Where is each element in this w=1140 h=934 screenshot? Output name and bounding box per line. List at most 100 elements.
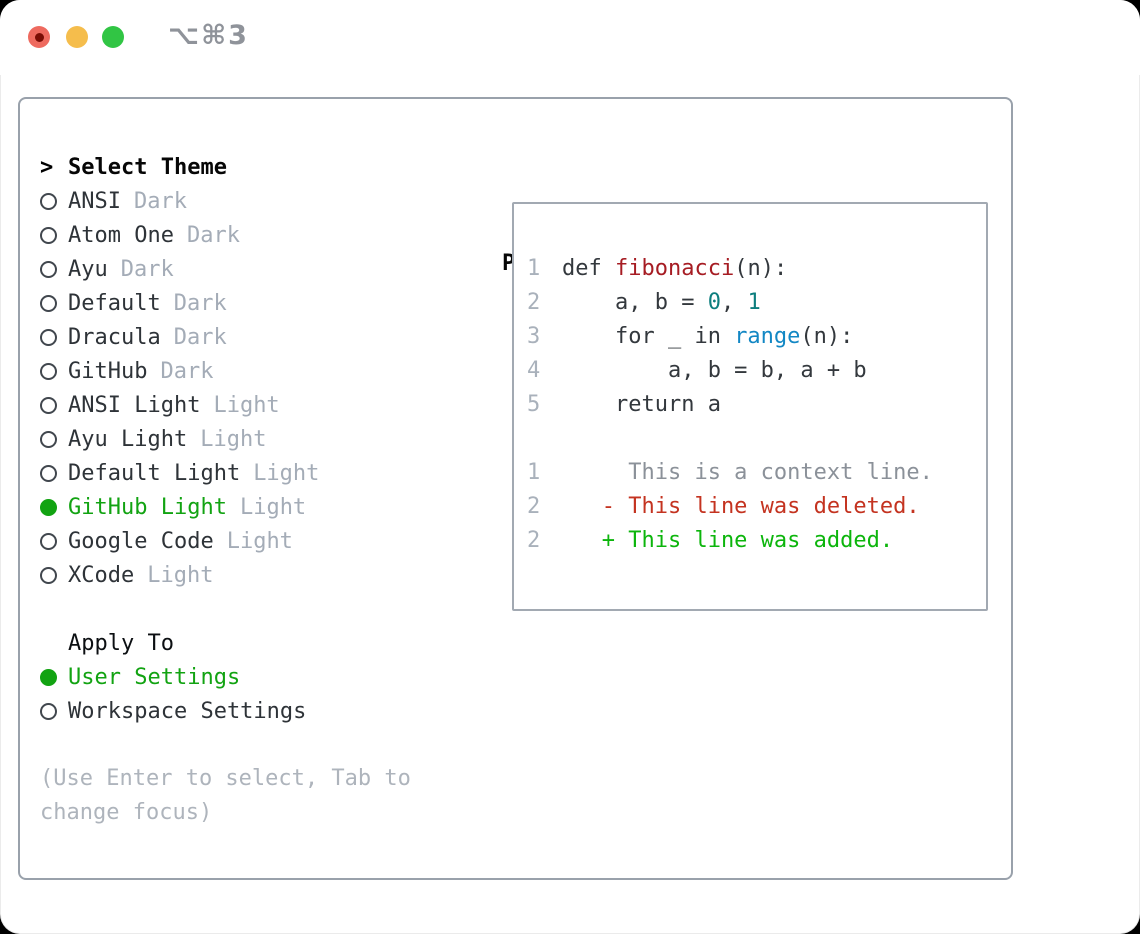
theme-option[interactable]: Dracula Dark [40, 320, 490, 354]
select-theme-header: > Select Theme [40, 150, 490, 184]
theme-variant-tag: Light [226, 528, 293, 554]
theme-name: XCode [68, 562, 135, 588]
theme-variant-tag: Dark [120, 256, 174, 282]
theme-name: ANSI Light [68, 392, 201, 418]
line-number: 4 [527, 358, 541, 383]
radio-icon [40, 464, 57, 482]
close-button[interactable] [28, 26, 50, 48]
preview-code-line: 1 def fibonacci(n): [527, 252, 986, 286]
radio-icon [40, 702, 57, 720]
theme-name: ANSI [68, 188, 121, 214]
select-theme-title: Select Theme [68, 154, 227, 180]
theme-variant-tag: Dark [186, 222, 240, 248]
preview-code-line: 4 a, b = b, a + b [527, 354, 986, 388]
line-number [527, 422, 562, 456]
line-number: 2 [527, 290, 541, 315]
code-text: a, b = 0, 1 [562, 290, 761, 315]
section-gap [40, 592, 490, 626]
line-number: 1 [527, 256, 541, 281]
radio-icon [40, 328, 57, 346]
theme-name: Dracula [68, 324, 161, 350]
window-title-shortcut: ⌥⌘3 [168, 20, 249, 51]
radio-icon [40, 566, 57, 584]
keyboard-hint-line-2: change focus) [40, 800, 213, 825]
theme-variant-tag: Light [147, 562, 214, 588]
code-text: This is a context line. [562, 460, 933, 485]
apply-to-option[interactable]: User Settings [40, 660, 490, 694]
theme-variant-tag: Dark [133, 188, 187, 214]
code-text: def fibonacci(n): [562, 256, 788, 281]
code-text: return a [562, 392, 721, 417]
theme-option[interactable]: GitHub Dark [40, 354, 490, 388]
theme-name: GitHub [68, 358, 148, 384]
line-number: 3 [527, 324, 541, 349]
preview-code-line: 2 a, b = 0, 1 [527, 286, 986, 320]
line-number: 5 [527, 392, 541, 417]
radio-icon [40, 396, 57, 414]
theme-option[interactable]: GitHub Light Light [40, 490, 490, 524]
code-text: a, b = b, a + b [562, 358, 867, 383]
radio-icon [40, 362, 57, 380]
theme-variant-tag: Light [213, 392, 280, 418]
theme-variant-tag: Dark [173, 290, 227, 316]
apply-to-header: Apply To [40, 626, 490, 660]
radio-icon [40, 668, 57, 686]
theme-selector-panel: > Select Theme ANSI Dark Atom One Dark A… [18, 97, 1013, 880]
apply-to-list: User Settings Workspace Settings [40, 660, 490, 728]
radio-icon [40, 430, 57, 448]
minimize-button[interactable] [66, 26, 88, 48]
line-number: 1 [527, 460, 541, 485]
theme-variant-tag: Light [239, 494, 307, 520]
preview-box: 1 def fibonacci(n): 2 a, b = 0, 1 3 for … [512, 202, 988, 611]
theme-list: ANSI Dark Atom One Dark Ayu Dark Default… [40, 184, 490, 592]
theme-option[interactable]: ANSI Dark [40, 184, 490, 218]
maximize-button[interactable] [102, 26, 124, 48]
radio-icon [40, 226, 57, 244]
theme-option[interactable]: ANSI Light Light [40, 388, 490, 422]
line-number: 2 [527, 494, 541, 519]
apply-to-option[interactable]: Workspace Settings [40, 694, 490, 728]
code-text: + This line was added. [562, 528, 894, 553]
theme-option[interactable]: Ayu Light Light [40, 422, 490, 456]
preview-code-line: 2 - This line was deleted. [527, 490, 986, 524]
close-focus-dot [34, 32, 44, 42]
preview-code-line: 1 This is a context line. [527, 456, 986, 490]
radio-icon [40, 294, 57, 312]
radio-icon [40, 532, 57, 550]
theme-option[interactable]: Default Dark [40, 286, 490, 320]
apply-to-option-label: Workspace Settings [68, 698, 307, 724]
theme-variant-tag: Dark [160, 358, 214, 384]
theme-name: Ayu [68, 256, 108, 282]
theme-name: GitHub Light [68, 494, 227, 520]
theme-option[interactable]: Atom One Dark [40, 218, 490, 252]
theme-option[interactable]: Ayu Dark [40, 252, 490, 286]
preview-code-line: 5 return a [527, 388, 986, 422]
keyboard-hint-line-1: (Use Enter to select, Tab to [40, 766, 411, 791]
theme-name: Ayu Light [68, 426, 188, 452]
radio-icon [40, 260, 57, 278]
theme-name: Google Code [68, 528, 214, 554]
theme-variant-tag: Light [200, 426, 267, 452]
theme-variant-tag: Light [253, 460, 320, 486]
theme-option[interactable]: Default Light Light [40, 456, 490, 490]
apply-to-title: Apply To [68, 630, 174, 656]
preview-code-line [527, 422, 986, 456]
theme-name: Atom One [68, 222, 174, 248]
line-number: 2 [527, 528, 541, 553]
preview-code-line: 2 + This line was added. [527, 524, 986, 558]
code-text: - This line was deleted. [562, 494, 920, 519]
theme-name: Default Light [68, 460, 241, 486]
section-gap [40, 728, 490, 762]
theme-variant-tag: Dark [173, 324, 227, 350]
preview-code-line: 3 for _ in range(n): [527, 320, 986, 354]
theme-name: Default [68, 290, 161, 316]
theme-option[interactable]: Google Code Light [40, 524, 490, 558]
radio-icon [40, 192, 57, 210]
focus-arrow-icon: > [40, 154, 54, 180]
theme-list-column: > Select Theme ANSI Dark Atom One Dark A… [40, 150, 490, 830]
theme-option[interactable]: XCode Light [40, 558, 490, 592]
window-titlebar: ⌥⌘3 [0, 0, 1140, 75]
radio-icon [40, 498, 57, 516]
code-text: for _ in range(n): [562, 324, 854, 349]
